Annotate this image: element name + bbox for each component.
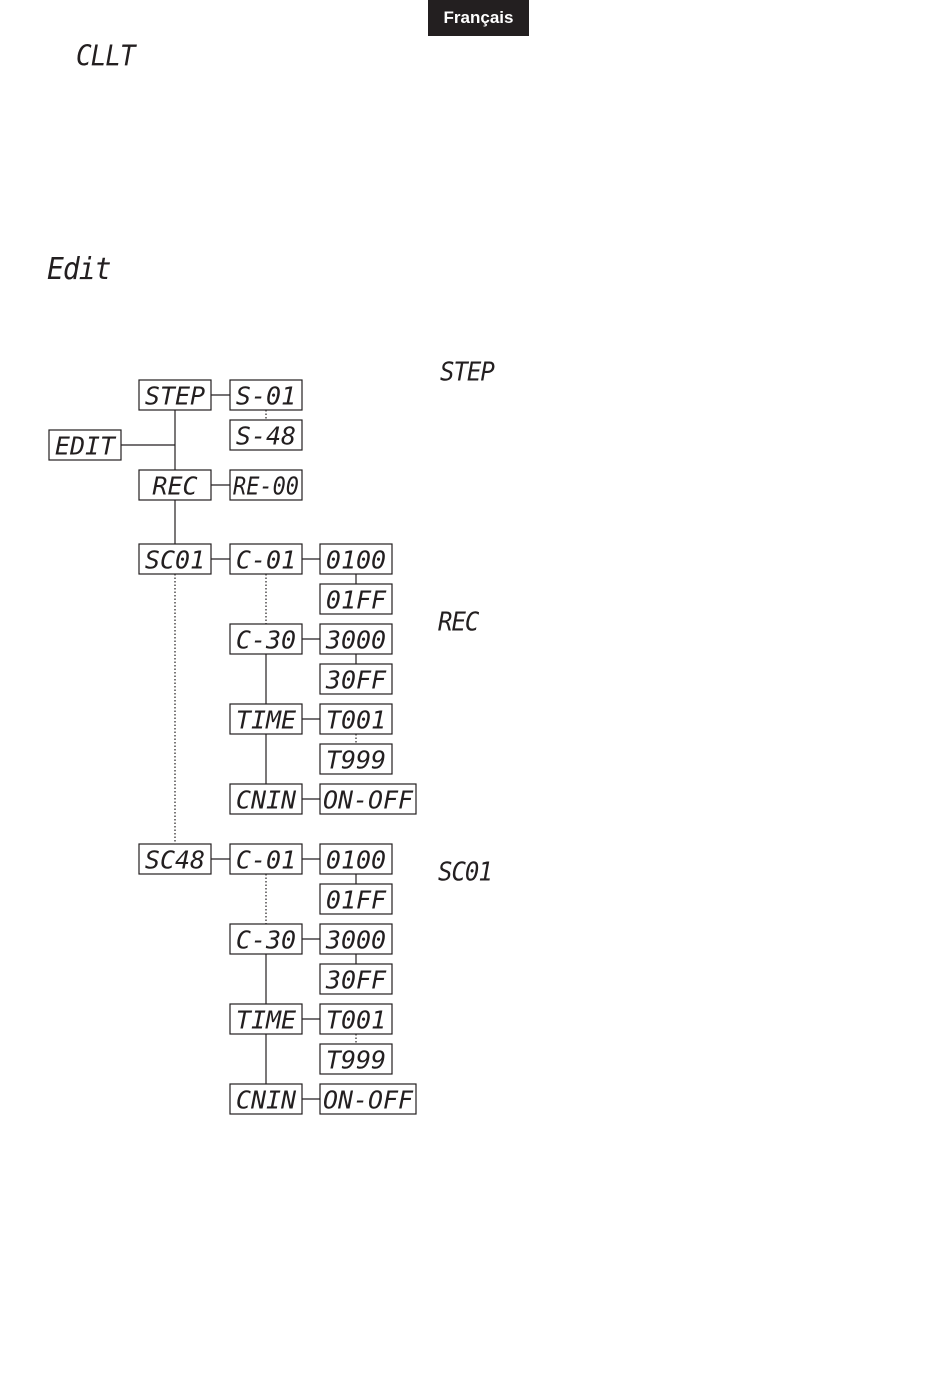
node-sc01-v30ff-label: 30FF (325, 666, 387, 695)
node-sc48-v01ff-label: 01FF (326, 886, 387, 915)
node-sc48-v3000-label: 3000 (325, 926, 386, 955)
node-sc48-v30ff-label: 30FF (325, 966, 387, 995)
node-edit-label: EDIT (55, 432, 117, 461)
node-sc01-v30ff: 30FF (320, 664, 392, 695)
node-sc01-t999-label: T999 (326, 746, 386, 775)
node-sc01: SC01 (139, 544, 211, 575)
node-sc48-v3000: 3000 (320, 924, 392, 955)
node-sc01-cnin-label: CNIN (236, 786, 297, 815)
node-sc01-c01: C-01 (230, 544, 302, 575)
node-s01-label: S-01 (236, 382, 296, 411)
node-sc48-label: SC48 (145, 846, 205, 875)
node-sc01-label: SC01 (145, 546, 205, 575)
node-sc48-time: TIME (230, 1004, 302, 1035)
node-sc01-c30-label: C-30 (236, 626, 296, 655)
node-sc01-t999: T999 (320, 744, 392, 775)
node-sc48-onoff-label: ON-OFF (323, 1086, 414, 1115)
node-sc48-v30ff: 30FF (320, 964, 392, 995)
node-re00-label: RE-00 (233, 472, 299, 501)
node-edit: EDIT (49, 430, 121, 461)
node-sc48-cnin-label: CNIN (236, 1086, 297, 1115)
node-s01: S-01 (230, 380, 302, 411)
node-sc01-c01-label: C-01 (236, 546, 296, 575)
node-sc01-time-label: TIME (236, 706, 296, 735)
node-sc01-t001: T001 (320, 704, 392, 735)
node-sc48-c30: C-30 (230, 924, 302, 955)
node-sc48-c01: C-01 (230, 844, 302, 875)
node-sc01-v01ff: 01FF (320, 584, 392, 615)
node-sc01-v01ff-label: 01FF (326, 586, 387, 615)
node-sc48: SC48 (139, 844, 211, 875)
node-s48-label: S-48 (236, 422, 296, 451)
node-sc48-c30-label: C-30 (236, 926, 296, 955)
node-re00: RE-00 (230, 470, 302, 501)
node-rec-label: REC (152, 472, 197, 501)
node-sc01-c30: C-30 (230, 624, 302, 655)
node-sc01-v3000-label: 3000 (325, 626, 386, 655)
node-step-label: STEP (145, 382, 205, 411)
node-sc01-v3000: 3000 (320, 624, 392, 655)
node-sc01-time: TIME (230, 704, 302, 735)
node-sc48-c01-label: C-01 (236, 846, 296, 875)
node-sc48-v0100-label: 0100 (326, 846, 386, 875)
node-sc01-v0100: 0100 (320, 544, 392, 575)
node-sc01-v0100-label: 0100 (326, 546, 386, 575)
node-rec: REC (139, 470, 211, 501)
node-sc01-onoff: ON-OFF (320, 784, 416, 815)
node-sc48-t999-label: T999 (326, 1046, 386, 1075)
node-sc48-t999: T999 (320, 1044, 392, 1075)
node-sc48-onoff: ON-OFF (320, 1084, 416, 1115)
node-sc01-onoff-label: ON-OFF (323, 786, 414, 815)
node-sc48-time-label: TIME (236, 1006, 296, 1035)
node-sc48-v0100: 0100 (320, 844, 392, 875)
node-sc01-cnin: CNIN (230, 784, 302, 815)
node-sc48-cnin: CNIN (230, 1084, 302, 1115)
node-step: STEP (139, 380, 211, 411)
node-sc48-t001: T001 (320, 1004, 392, 1035)
node-sc48-v01ff: 01FF (320, 884, 392, 915)
node-sc01-t001-label: T001 (326, 706, 386, 735)
node-s48: S-48 (230, 420, 302, 451)
node-sc48-t001-label: T001 (326, 1006, 386, 1035)
